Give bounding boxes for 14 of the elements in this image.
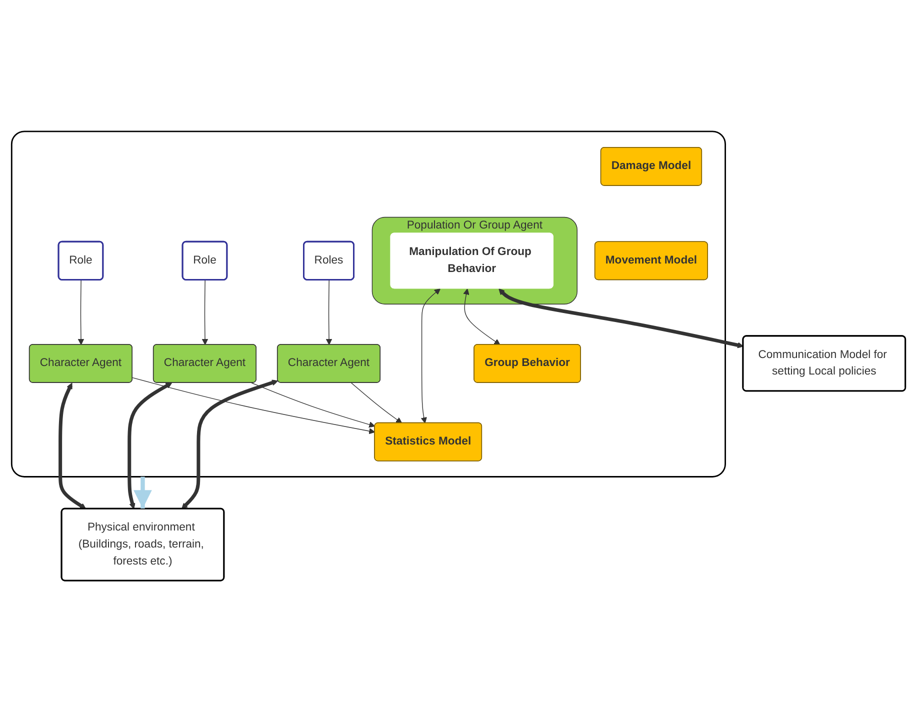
arrow bbox=[420, 288, 441, 423]
arrow bbox=[463, 288, 500, 344]
arrow bbox=[78, 279, 84, 344]
arrow bbox=[251, 382, 376, 428]
cluster bbox=[10, 130, 726, 477]
arrow bbox=[132, 376, 376, 434]
arrow bbox=[326, 279, 332, 344]
arrow bbox=[134, 476, 152, 508]
arrow bbox=[181, 379, 278, 509]
arrow bbox=[350, 382, 402, 423]
arrow bbox=[202, 279, 208, 344]
arrow bbox=[128, 382, 172, 509]
arrow bbox=[58, 382, 86, 509]
arrow bbox=[498, 288, 744, 348]
